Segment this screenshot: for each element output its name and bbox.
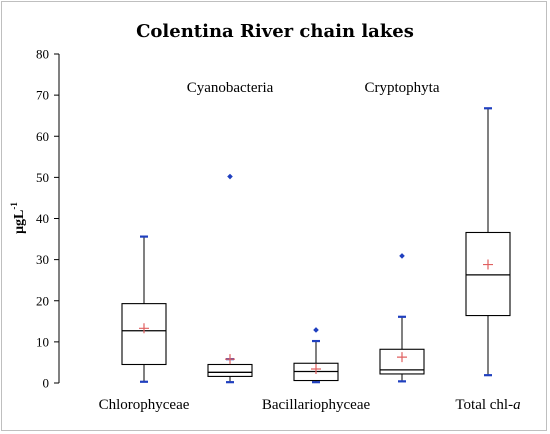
y-axis-label-superscript: -1: [9, 202, 19, 210]
box-chlorophyceae: [121, 235, 167, 383]
y-tick-label: 60: [36, 129, 49, 144]
outlier-point: [313, 327, 319, 333]
y-tick-label: 30: [36, 252, 49, 267]
iqr-box: [207, 363, 253, 377]
category-label-text: Cyanobacteria: [187, 80, 274, 96]
outlier-point: [227, 173, 233, 180]
category-label-italic: a: [513, 397, 521, 413]
y-tick-label: 70: [36, 88, 49, 103]
y-tick-label: 0: [43, 376, 50, 391]
iqr-box: [465, 231, 511, 317]
box-cyanobacteria: [207, 173, 253, 384]
category-label-text: Chlorophyceae: [99, 397, 190, 413]
y-axis-label: μgL-1: [9, 202, 27, 234]
box-total-chl: [465, 107, 511, 377]
mean-marker: [139, 323, 149, 334]
category-labels: Chlorophyceae CyanobacteriaBacillariophyc…: [99, 80, 521, 413]
outlier-point: [399, 253, 405, 259]
category-label-text: Total chl-: [455, 397, 513, 413]
category-label: Bacillariophyceae: [262, 397, 371, 413]
category-label: Cyanobacteria: [187, 80, 274, 96]
y-tick-label: 80: [36, 47, 49, 62]
iqr-box: [121, 303, 167, 366]
y-axis: 0 10 20 30 40 50 60 70 80: [36, 47, 60, 391]
box-cryptophyta: [379, 253, 425, 383]
mean-marker: [483, 259, 493, 270]
category-label-text: Bacillariophyceae: [262, 397, 371, 413]
category-label: Total chl-a: [455, 397, 520, 413]
mean-marker: [311, 364, 321, 375]
boxes-group: [121, 107, 511, 384]
y-axis-label-main: μgL: [12, 210, 27, 234]
category-label: Chlorophyceae: [99, 397, 190, 413]
category-label: Cryptophyta: [365, 80, 440, 96]
y-tick-label: 50: [36, 170, 49, 185]
chart-title: Colentina River chain lakes: [136, 21, 414, 42]
y-tick-label: 10: [36, 334, 49, 349]
y-tick-label: 40: [36, 211, 49, 226]
box-bacillariophyceae: [293, 327, 339, 384]
category-label-text: Cryptophyta: [365, 80, 440, 96]
mean-marker: [397, 352, 407, 363]
mean-marker: [225, 354, 235, 365]
y-tick-label: 20: [36, 293, 49, 308]
